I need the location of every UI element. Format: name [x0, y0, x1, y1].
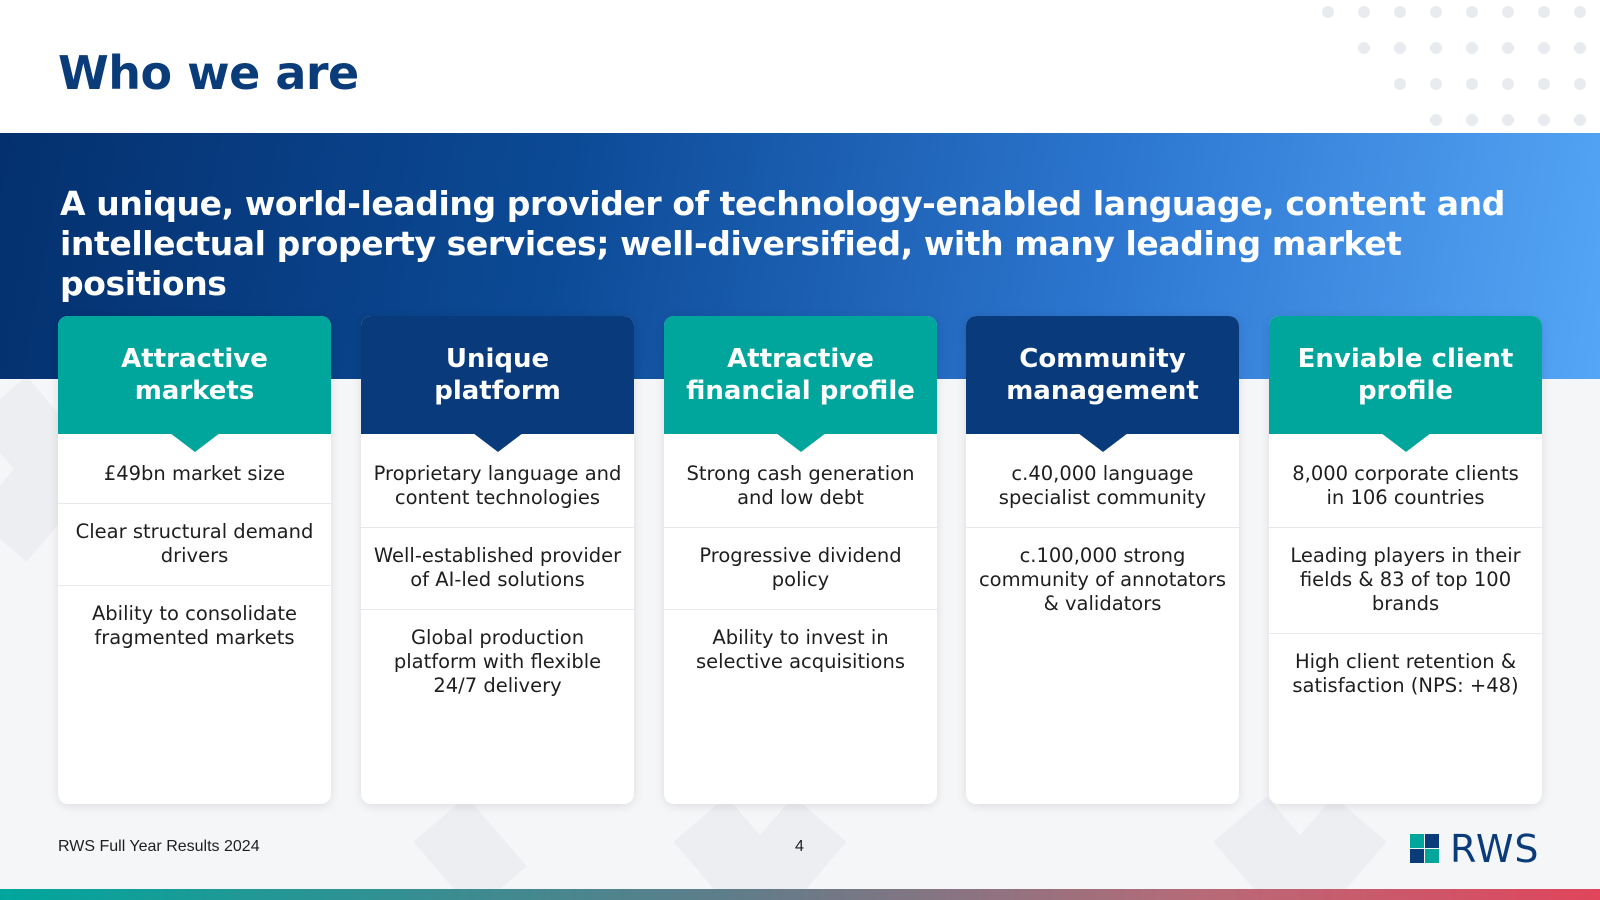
card-item: Global production platform with flexible…	[393, 626, 602, 697]
card-item: Ability to invest in selective acquisiti…	[695, 626, 905, 673]
card-item: Well-established provider of AI-led solu…	[361, 528, 634, 610]
card-attractive-markets: Attractive markets £49bn market size Cle…	[58, 316, 331, 804]
footer-report-title: RWS Full Year Results 2024	[58, 838, 260, 855]
page-number: 4	[795, 838, 804, 855]
card-attractive-financial-profile: Attractive financial profile Strong cash…	[664, 316, 937, 804]
logo-text: RWS	[1450, 827, 1540, 871]
rws-logo-mark-icon	[1410, 834, 1439, 863]
card-pointer	[169, 433, 220, 452]
card-item: c.40,000 language specialist community	[966, 458, 1239, 528]
card-pointer	[1077, 433, 1128, 452]
card-heading: Enviable client profile	[1269, 316, 1542, 434]
card-item: 8,000 corporate clients in 106 countries	[1269, 458, 1542, 528]
card-item: High client retention & satisfaction (NP…	[1292, 650, 1519, 697]
card-pointer	[775, 433, 826, 452]
card-item: c.100,000 strong community of annotators…	[978, 544, 1227, 615]
rws-logo: RWS	[1410, 830, 1540, 868]
card-heading: Attractive financial profile	[664, 316, 937, 434]
card-item: £49bn market size	[58, 458, 331, 504]
card-heading: Unique platform	[361, 316, 634, 434]
card-item: Progressive dividend policy	[664, 528, 937, 610]
card-item: Clear structural demand drivers	[58, 504, 331, 586]
page-title: Who we are	[58, 46, 359, 100]
card-item: Ability to consolidate fragmented market…	[91, 602, 298, 649]
card-item: Leading players in their fields & 83 of …	[1269, 528, 1542, 634]
headline: A unique, world-leading provider of tech…	[60, 184, 1505, 303]
card-pointer	[1380, 433, 1431, 452]
bottom-gradient-bar	[0, 889, 1600, 900]
dot-pattern-decoration	[1322, 6, 1586, 126]
card-heading: Community management	[966, 316, 1239, 434]
card-item: Strong cash generation and low debt	[664, 458, 937, 528]
card-heading: Attractive markets	[58, 316, 331, 434]
card-enviable-client-profile: Enviable client profile 8,000 corporate …	[1269, 316, 1542, 804]
card-pointer	[472, 433, 523, 452]
card-unique-platform: Unique platform Proprietary language and…	[361, 316, 634, 804]
card-community-management: Community management c.40,000 language s…	[966, 316, 1239, 804]
card-item: Proprietary language and content technol…	[361, 458, 634, 528]
